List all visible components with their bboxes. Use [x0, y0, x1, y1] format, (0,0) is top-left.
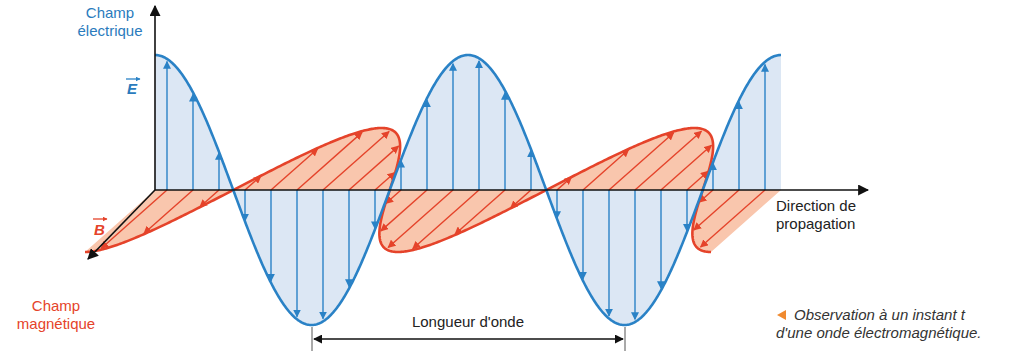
electric-vector	[660, 190, 661, 288]
magnetic-vector	[701, 190, 765, 247]
electric-vector	[530, 150, 531, 190]
dimension-label: Longueur d'onde	[388, 313, 548, 331]
electric-vector	[166, 62, 167, 190]
magnetic-vector	[297, 132, 362, 190]
axis-title: Champ magnétique	[8, 297, 104, 333]
axis-title: Champ électrique	[72, 4, 148, 40]
electric-vector	[426, 100, 427, 190]
electric-vector	[296, 190, 297, 317]
tick-line	[312, 327, 313, 351]
magnetic-axis	[88, 190, 155, 259]
electric-vector	[452, 64, 453, 190]
caption: Observation à un instant t d'une onde él…	[776, 306, 998, 342]
electric-vector	[218, 153, 219, 190]
magnetic-vector	[609, 133, 674, 190]
vector-symbol: E	[127, 80, 141, 98]
magnetic-vector	[583, 150, 629, 190]
propagation-axis	[155, 189, 868, 191]
vector-arrow	[126, 78, 140, 79]
electric-vector	[400, 160, 401, 190]
electric-vector	[764, 64, 765, 190]
electric-vector	[504, 93, 505, 190]
electric-vector	[686, 190, 687, 231]
electric-vector	[582, 190, 583, 279]
vector-symbol: B	[94, 221, 108, 239]
tick-line	[625, 327, 626, 351]
electric-vector	[478, 61, 479, 190]
wavelength-arrow	[314, 338, 623, 340]
electric-vector	[738, 102, 739, 190]
electric-vector	[348, 190, 349, 287]
electric-vector	[374, 190, 375, 229]
magnetic-vector	[635, 131, 701, 190]
electric-vector	[634, 190, 635, 319]
magnetic-vector	[455, 190, 505, 234]
magnetic-vector	[144, 190, 193, 233]
vector-arrow	[93, 218, 107, 219]
electric-axis	[154, 6, 156, 190]
electric-vector	[244, 190, 245, 221]
electric-vector	[608, 190, 609, 316]
electric-vector	[270, 190, 271, 281]
electric-vector	[322, 190, 323, 319]
caption-marker	[777, 310, 786, 320]
axis-title: Direction de propagation	[776, 197, 884, 233]
axes	[88, 6, 868, 351]
electric-vector	[192, 94, 193, 190]
magnetic-vector	[271, 149, 318, 190]
